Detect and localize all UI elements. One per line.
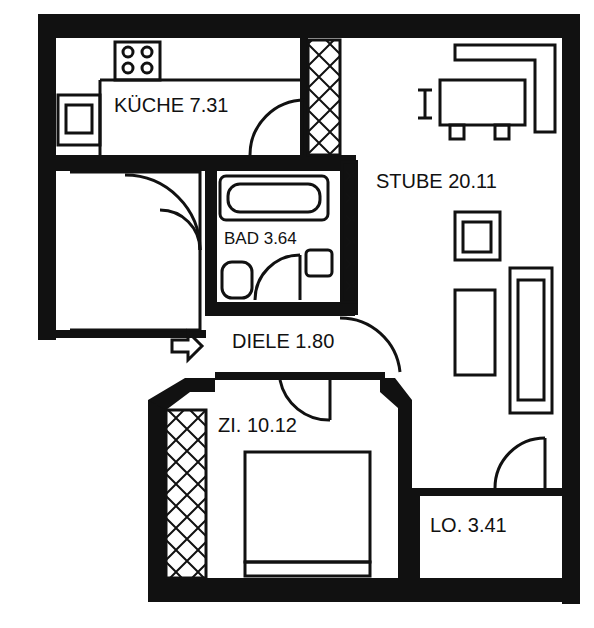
room-label: STUBE 20.11 bbox=[374, 170, 499, 192]
room-label: BAD 3.64 bbox=[222, 230, 299, 249]
room-label: KÜCHE 7.31 bbox=[112, 94, 231, 116]
room-label: DIELE 1.80 bbox=[230, 330, 336, 352]
room-label: LO. 3.41 bbox=[428, 514, 509, 536]
room-label: ZI. 10.12 bbox=[216, 414, 299, 436]
